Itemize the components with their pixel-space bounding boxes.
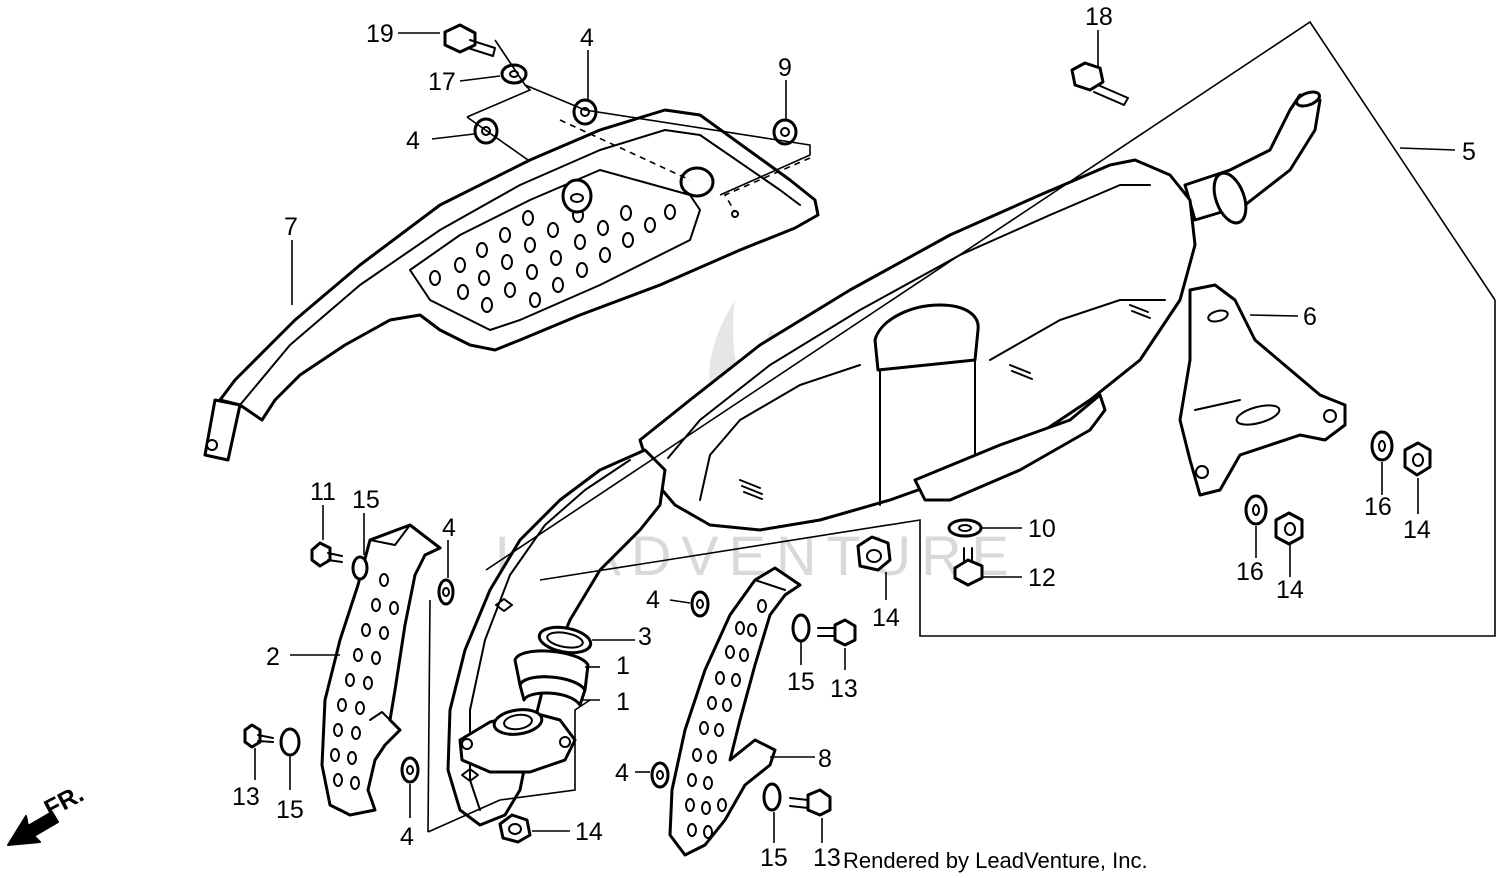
callout-15: 15 <box>760 844 788 872</box>
callout-4: 4 <box>400 823 414 851</box>
heat-shield-holes <box>429 204 676 313</box>
callout-4: 4 <box>615 759 629 787</box>
callout-4: 4 <box>442 514 456 542</box>
callout-7: 7 <box>284 213 298 241</box>
callout-14: 14 <box>1403 516 1431 544</box>
bolt-12[interactable] <box>953 547 984 587</box>
render-credit: Rendered by LeadVenture, Inc. <box>843 848 1148 873</box>
callout-16: 16 <box>1236 558 1264 586</box>
bolt-18[interactable] <box>1070 61 1129 106</box>
callout-3: 3 <box>638 623 652 651</box>
leader-lines <box>254 30 1456 843</box>
nut-14-a[interactable] <box>1403 441 1432 477</box>
callout-15: 15 <box>352 486 380 514</box>
bolt-19[interactable] <box>443 23 496 57</box>
callout-4: 4 <box>406 127 420 155</box>
callout-4: 4 <box>580 24 594 52</box>
heat-guard-left[interactable] <box>320 523 442 817</box>
callout-17: 17 <box>428 68 456 96</box>
heat-guard-left-holes <box>330 573 399 790</box>
heat-guard-right-holes <box>685 599 767 839</box>
callout-13: 13 <box>813 844 841 872</box>
washer-15-mid[interactable] <box>791 613 811 643</box>
nut-14-b[interactable] <box>1274 511 1304 546</box>
muffler-studs <box>739 304 1151 500</box>
washer-15-left[interactable] <box>351 555 369 581</box>
bolt-11[interactable] <box>310 541 343 568</box>
callout-13: 13 <box>232 783 260 811</box>
front-arrow-icon <box>7 811 59 846</box>
callout-1: 1 <box>616 652 630 680</box>
bolt-13-left[interactable] <box>243 723 274 749</box>
washer-15-left-low[interactable] <box>279 727 301 757</box>
front-direction-indicator: FR. <box>7 780 88 846</box>
callout-8: 8 <box>818 745 832 773</box>
callout-13: 13 <box>830 675 858 703</box>
callout-4: 4 <box>646 586 660 614</box>
bolt-13-mid[interactable] <box>817 618 857 647</box>
callout-5: 5 <box>1462 138 1476 166</box>
heat-shield-upper[interactable] <box>203 108 820 462</box>
callout-14: 14 <box>575 818 603 846</box>
fasteners <box>243 23 1432 844</box>
nut-14-mid[interactable] <box>856 535 892 572</box>
callout-6: 6 <box>1303 303 1317 331</box>
group-lines <box>427 20 1496 833</box>
bolt-13-low[interactable] <box>789 788 832 817</box>
callout-19: 19 <box>366 20 394 48</box>
callouts: 19 17 4 4 9 18 5 7 6 11 15 4 2 10 12 16 … <box>232 3 1476 872</box>
callout-14: 14 <box>1276 576 1304 604</box>
callout-12: 12 <box>1028 564 1056 592</box>
washer-15-low[interactable] <box>762 782 782 812</box>
callout-10: 10 <box>1028 515 1056 543</box>
heat-guard-right[interactable] <box>668 566 802 857</box>
muffler-bracket[interactable] <box>1178 283 1347 497</box>
exhaust-joint[interactable] <box>458 598 593 782</box>
callout-15: 15 <box>276 796 304 824</box>
callout-18: 18 <box>1085 3 1113 31</box>
callout-2: 2 <box>266 643 280 671</box>
callout-14: 14 <box>872 604 900 632</box>
callout-9: 9 <box>778 54 792 82</box>
nut-14-bottom[interactable] <box>498 813 532 844</box>
callout-16: 16 <box>1364 493 1392 521</box>
callout-1: 1 <box>616 688 630 716</box>
callout-15: 15 <box>787 668 815 696</box>
callout-11: 11 <box>310 478 336 506</box>
